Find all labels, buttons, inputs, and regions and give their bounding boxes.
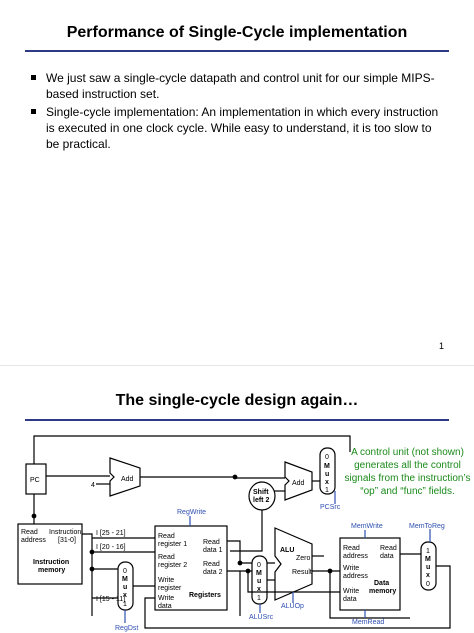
bullet-item: Single-cycle implementation: An implemen… bbox=[28, 104, 448, 152]
slide-1: Performance of Single-Cycle implementati… bbox=[25, 24, 449, 351]
imem-name-1: Instruction bbox=[33, 559, 69, 566]
title-rule bbox=[25, 419, 449, 421]
imem-read: Read bbox=[21, 529, 38, 536]
mux-top-x: x bbox=[325, 479, 329, 486]
reg-write-a: Write bbox=[158, 577, 174, 584]
alusrc-label: ALUSrc bbox=[249, 614, 274, 621]
slide-2: The single-cycle design again… bbox=[0, 365, 474, 633]
mux-mem-u: u bbox=[426, 564, 430, 571]
pc-register bbox=[25, 463, 47, 495]
pc-label: PC bbox=[30, 477, 40, 484]
dm-read-a: Read bbox=[343, 545, 360, 552]
dm-rdata-a: Read bbox=[380, 545, 397, 552]
dm-write-b: address bbox=[343, 573, 368, 580]
dm-write-a: Write bbox=[343, 565, 359, 572]
control-unit-note: A control unit (not shown) generates all… bbox=[344, 447, 471, 497]
four-label: 4 bbox=[91, 482, 95, 489]
dm-read-b: address bbox=[343, 553, 368, 560]
page-number: 1 bbox=[438, 341, 444, 351]
reg-wdata-a: Write bbox=[158, 595, 174, 602]
registers-label: Registers bbox=[189, 592, 221, 599]
register-file bbox=[154, 525, 228, 611]
mux-top-1: 1 bbox=[325, 487, 329, 494]
reg-read2-b: register 2 bbox=[158, 562, 187, 569]
memtoreg-label: MemToReg bbox=[409, 523, 445, 530]
add-label: Add bbox=[121, 476, 134, 483]
reg-read1-a: Read bbox=[158, 533, 175, 540]
pcsrc-label: PCSrc bbox=[320, 504, 341, 511]
instruction-memory bbox=[17, 523, 83, 585]
imem-instruction: Instruction bbox=[49, 529, 81, 536]
reg-write-b: register bbox=[158, 585, 182, 592]
alu-result: Result bbox=[292, 569, 312, 576]
shift-left-2 bbox=[248, 481, 276, 511]
mux-regdst-1: 1 bbox=[123, 601, 127, 608]
mux-mem-0: 0 bbox=[426, 581, 430, 588]
memread-label: MemRead bbox=[352, 619, 384, 626]
mux-top-m: M bbox=[324, 463, 330, 470]
branch-adder bbox=[284, 461, 313, 501]
title-rule bbox=[25, 50, 449, 52]
regdst-label: RegDst bbox=[115, 625, 138, 632]
reg-data2-a: Read bbox=[203, 561, 220, 568]
dm-rdata-b: data bbox=[380, 553, 394, 560]
mux-alusrc-x: x bbox=[257, 586, 261, 593]
slide-2-title: The single-cycle design again… bbox=[115, 392, 359, 409]
mux-regdst-u: u bbox=[123, 584, 127, 591]
shift-label-1: Shift bbox=[253, 489, 269, 496]
mux-alusrc-u: u bbox=[257, 578, 261, 585]
bits-15-11: I [15 - 11] bbox=[96, 596, 125, 603]
regwrite-label: RegWrite bbox=[177, 509, 206, 516]
bullet-list: We just saw a single-cycle datapath and … bbox=[28, 70, 448, 152]
bits-20-16: I [20 - 16] bbox=[96, 544, 126, 551]
reg-data1-b: data 1 bbox=[203, 547, 223, 554]
alu bbox=[274, 527, 313, 601]
alu-label: ALU bbox=[280, 547, 294, 554]
pc-mux bbox=[319, 447, 336, 495]
reg-read1-b: register 1 bbox=[158, 541, 187, 548]
mux-regdst-m: M bbox=[122, 576, 128, 583]
mux-alusrc-m: M bbox=[256, 570, 262, 577]
mux-mem-m: M bbox=[425, 556, 431, 563]
reg-wdata-b: data bbox=[158, 603, 172, 610]
mux-regdst-0: 0 bbox=[123, 568, 127, 575]
bullet-item: We just saw a single-cycle datapath and … bbox=[28, 70, 448, 102]
mux-alusrc-0: 0 bbox=[257, 562, 261, 569]
aluop-label: ALUOp bbox=[281, 603, 304, 610]
imem-name-2: memory bbox=[38, 567, 65, 574]
data-memory bbox=[339, 537, 401, 611]
alu-zero: Zero bbox=[296, 555, 311, 562]
slide-1-title: Performance of Single-Cycle implementati… bbox=[66, 24, 408, 41]
dm-name-2: memory bbox=[369, 588, 396, 595]
dm-wdata-b: data bbox=[343, 596, 357, 603]
reg-data2-b: data 2 bbox=[203, 569, 223, 576]
pc-adder bbox=[109, 457, 141, 497]
mux-mem-x: x bbox=[426, 572, 430, 579]
mux-top-0: 0 bbox=[325, 454, 329, 461]
mux-alusrc-1: 1 bbox=[257, 595, 261, 602]
mux-mem-1: 1 bbox=[426, 548, 430, 555]
mux-regdst-x: x bbox=[123, 592, 127, 599]
imem-bits: [31-0] bbox=[58, 537, 76, 544]
add2-label: Add bbox=[292, 480, 305, 487]
dm-name-1: Data bbox=[374, 580, 389, 587]
mux-top-u: u bbox=[325, 471, 329, 478]
shift-label-2: left 2 bbox=[253, 497, 269, 504]
reg-data1-a: Read bbox=[203, 539, 220, 546]
dm-wdata-a: Write bbox=[343, 588, 359, 595]
memwrite-label: MemWrite bbox=[351, 523, 383, 530]
imem-address: address bbox=[21, 537, 46, 544]
bits-25-21: I [25 - 21] bbox=[96, 530, 126, 537]
datapath-diagram: PC Add Add 4 Shift left 2 0 M u x 1 Read… bbox=[17, 435, 451, 632]
reg-read2-a: Read bbox=[158, 554, 175, 561]
